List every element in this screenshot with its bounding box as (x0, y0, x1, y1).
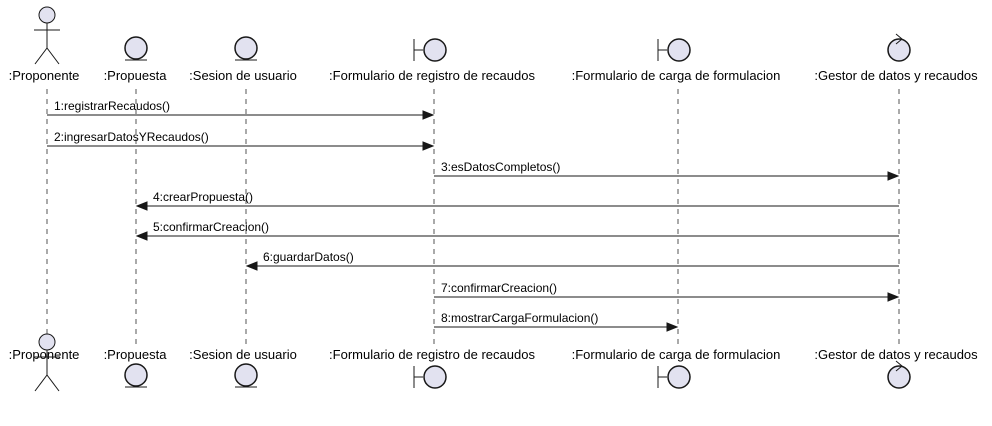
actor-icon-bottom-proponente (34, 333, 60, 392)
participant-name-top-proponente: :Proponente (9, 68, 80, 83)
participant-name-bottom-form_carga: :Formulario de carga de formulacion (572, 347, 781, 362)
message-arrowhead (135, 231, 148, 241)
message-arrowhead (135, 201, 148, 211)
message-label: 3:esDatosCompletos() (441, 160, 560, 174)
message-label: 2:ingresarDatosYRecaudos() (54, 130, 209, 144)
actor-left-leg (34, 374, 48, 392)
boundary-circle (423, 38, 447, 62)
participant-name-bottom-form_registro: :Formulario de registro de recaudos (329, 347, 535, 362)
message-label: 1:registrarRecaudos() (54, 99, 170, 113)
message-8: 8:mostrarCargaFormulacion() (434, 311, 679, 332)
message-arrowhead (422, 110, 435, 120)
entity-icon-bottom-sesion (234, 363, 258, 388)
participant-name-top-sesion: :Sesion de usuario (189, 68, 297, 83)
entity-icon-top-propuesta (124, 36, 148, 61)
control-icon-bottom-gestor (887, 360, 911, 389)
message-arrowhead (422, 141, 435, 151)
participant-name-top-form_registro: :Formulario de registro de recaudos (329, 68, 535, 83)
message-arrowhead (245, 261, 258, 271)
message-label: 4:crearPropuesta() (153, 190, 253, 204)
boundary-icon-bottom-form_carga (657, 365, 691, 389)
actor-head-icon (38, 6, 56, 24)
entity-circle (234, 363, 258, 387)
message-label: 6:guardarDatos() (263, 250, 354, 264)
message-arrowhead (887, 292, 900, 302)
actor-head-icon (38, 333, 56, 351)
actor-right-leg (46, 374, 60, 392)
message-6: 6:guardarDatos() (245, 250, 899, 271)
control-arrow (895, 360, 903, 372)
actor-icon-top-proponente (34, 6, 60, 65)
boundary-icon-bottom-form_registro (413, 365, 447, 389)
message-2: 2:ingresarDatosYRecaudos() (47, 130, 435, 151)
actor-right-leg (46, 47, 60, 65)
boundary-circle (667, 365, 691, 389)
entity-circle (234, 36, 258, 60)
participant-name-top-form_carga: :Formulario de carga de formulacion (572, 68, 781, 83)
entity-circle (124, 36, 148, 60)
participant-name-bottom-proponente: :Proponente (9, 347, 80, 362)
message-7: 7:confirmarCreacion() (434, 281, 900, 302)
participant-name-bottom-gestor: :Gestor de datos y recaudos (814, 347, 978, 362)
control-circle (887, 365, 911, 389)
participant-name-bottom-sesion: :Sesion de usuario (189, 347, 297, 362)
message-1: 1:registrarRecaudos() (47, 99, 435, 120)
message-4: 4:crearPropuesta() (135, 190, 899, 211)
boundary-icon-top-form_registro (413, 38, 447, 62)
boundary-circle (423, 365, 447, 389)
message-arrowhead (666, 322, 679, 332)
entity-icon-bottom-propuesta (124, 363, 148, 388)
control-arrow (895, 33, 903, 45)
participant-name-top-propuesta: :Propuesta (104, 68, 168, 83)
message-label: 7:confirmarCreacion() (441, 281, 557, 295)
entity-circle (124, 363, 148, 387)
control-circle (887, 38, 911, 62)
control-icon-top-gestor (887, 33, 911, 62)
entity-icon-top-sesion (234, 36, 258, 61)
message-3: 3:esDatosCompletos() (434, 160, 900, 181)
participant-name-top-gestor: :Gestor de datos y recaudos (814, 68, 978, 83)
message-arrowhead (887, 171, 900, 181)
message-label: 8:mostrarCargaFormulacion() (441, 311, 598, 325)
boundary-icon-top-form_carga (657, 38, 691, 62)
message-label: 5:confirmarCreacion() (153, 220, 269, 234)
participant-name-bottom-propuesta: :Propuesta (104, 347, 168, 362)
message-5: 5:confirmarCreacion() (135, 220, 899, 241)
boundary-circle (667, 38, 691, 62)
actor-left-leg (34, 47, 48, 65)
